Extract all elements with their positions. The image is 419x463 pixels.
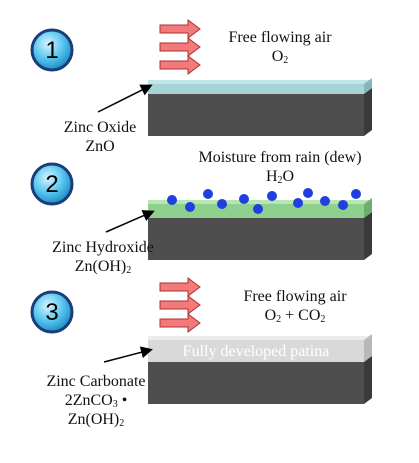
patina-label: Fully developed patina [183, 343, 330, 360]
compound-formula-line1: 2ZnCO3 • [64, 392, 128, 410]
moisture-text: Moisture from rain (dew) [198, 149, 362, 166]
oxide-layer [148, 84, 364, 94]
air-text: Free flowing air [228, 29, 332, 46]
step-1-circle [30, 28, 74, 72]
water-droplets [167, 188, 361, 214]
oxide-layer-side [364, 78, 372, 94]
moisture-formula: H2O [265, 168, 295, 186]
droplet-icon [293, 198, 303, 208]
compound-formula: Zn(OH)2 [74, 258, 132, 276]
air-formula: O2 [271, 48, 289, 66]
step-1: 1 [30, 19, 372, 136]
patina-layer-side [364, 334, 372, 362]
pointer-arrow-3 [103, 346, 153, 363]
compound-name: Zinc Hydroxide [52, 239, 154, 256]
step-2-circle [30, 162, 74, 206]
step-2: 2 [30, 162, 372, 260]
air-arrows-1 [159, 19, 201, 75]
pointer-arrow-2 [105, 210, 155, 233]
air-text: Free flowing air [243, 288, 347, 305]
step-3-circle [30, 290, 74, 334]
compound-formula-line2: Zn(OH)2 [67, 411, 125, 429]
droplet-icon [338, 200, 348, 210]
step-3-number: 3 [45, 299, 58, 326]
step-3: 3 Fully developed patina [30, 277, 372, 404]
compound-formula: ZnO [85, 138, 115, 155]
droplet-icon [253, 204, 263, 214]
air-arrow-icon [159, 37, 201, 57]
air-formula: O2 + CO2 [264, 307, 326, 325]
droplet-icon [303, 188, 313, 198]
step-1-compound-label: Zinc Oxide ZnO [40, 118, 160, 156]
zinc-block-2 [148, 198, 372, 260]
zinc-base [148, 94, 364, 136]
hydroxide-layer-side [364, 198, 372, 218]
zinc-base-side [364, 88, 372, 136]
step-3-compound-label: Zinc Carbonate 2ZnCO3 • Zn(OH)2 [26, 372, 166, 429]
step-2-number: 2 [45, 171, 58, 198]
step-2-compound-label: Zinc Hydroxide Zn(OH)2 [28, 238, 178, 276]
zinc-block-3: Fully developed patina [148, 334, 372, 404]
zinc-base [148, 218, 364, 260]
compound-name: Zinc Carbonate [46, 373, 146, 390]
droplet-icon [203, 189, 213, 199]
droplet-icon [217, 199, 227, 209]
pointer-arrow-1 [97, 84, 153, 113]
droplet-icon [167, 195, 177, 205]
droplet-icon [320, 196, 330, 206]
zinc-base-side [364, 212, 372, 260]
droplet-icon [351, 189, 361, 199]
air-arrow-icon [159, 277, 201, 297]
zinc-base-side [364, 356, 372, 404]
air-arrows-3 [159, 277, 201, 333]
patina-layer [148, 340, 364, 362]
compound-name: Zinc Oxide [63, 119, 137, 136]
air-arrow-icon [159, 313, 201, 333]
step-1-air-label: Free flowing air O2 [210, 28, 350, 66]
air-arrow-icon [159, 55, 201, 75]
droplet-icon [185, 202, 195, 212]
air-arrow-icon [159, 295, 201, 315]
step-1-number: 1 [45, 37, 58, 64]
zinc-block-1 [148, 78, 372, 136]
droplet-icon [239, 194, 249, 204]
zinc-base [148, 362, 364, 404]
droplet-icon [267, 191, 277, 201]
step-3-air-label: Free flowing air O2 + CO2 [220, 287, 370, 325]
air-arrow-icon [159, 19, 201, 39]
step-2-moisture-label: Moisture from rain (dew) H2O [170, 148, 390, 186]
